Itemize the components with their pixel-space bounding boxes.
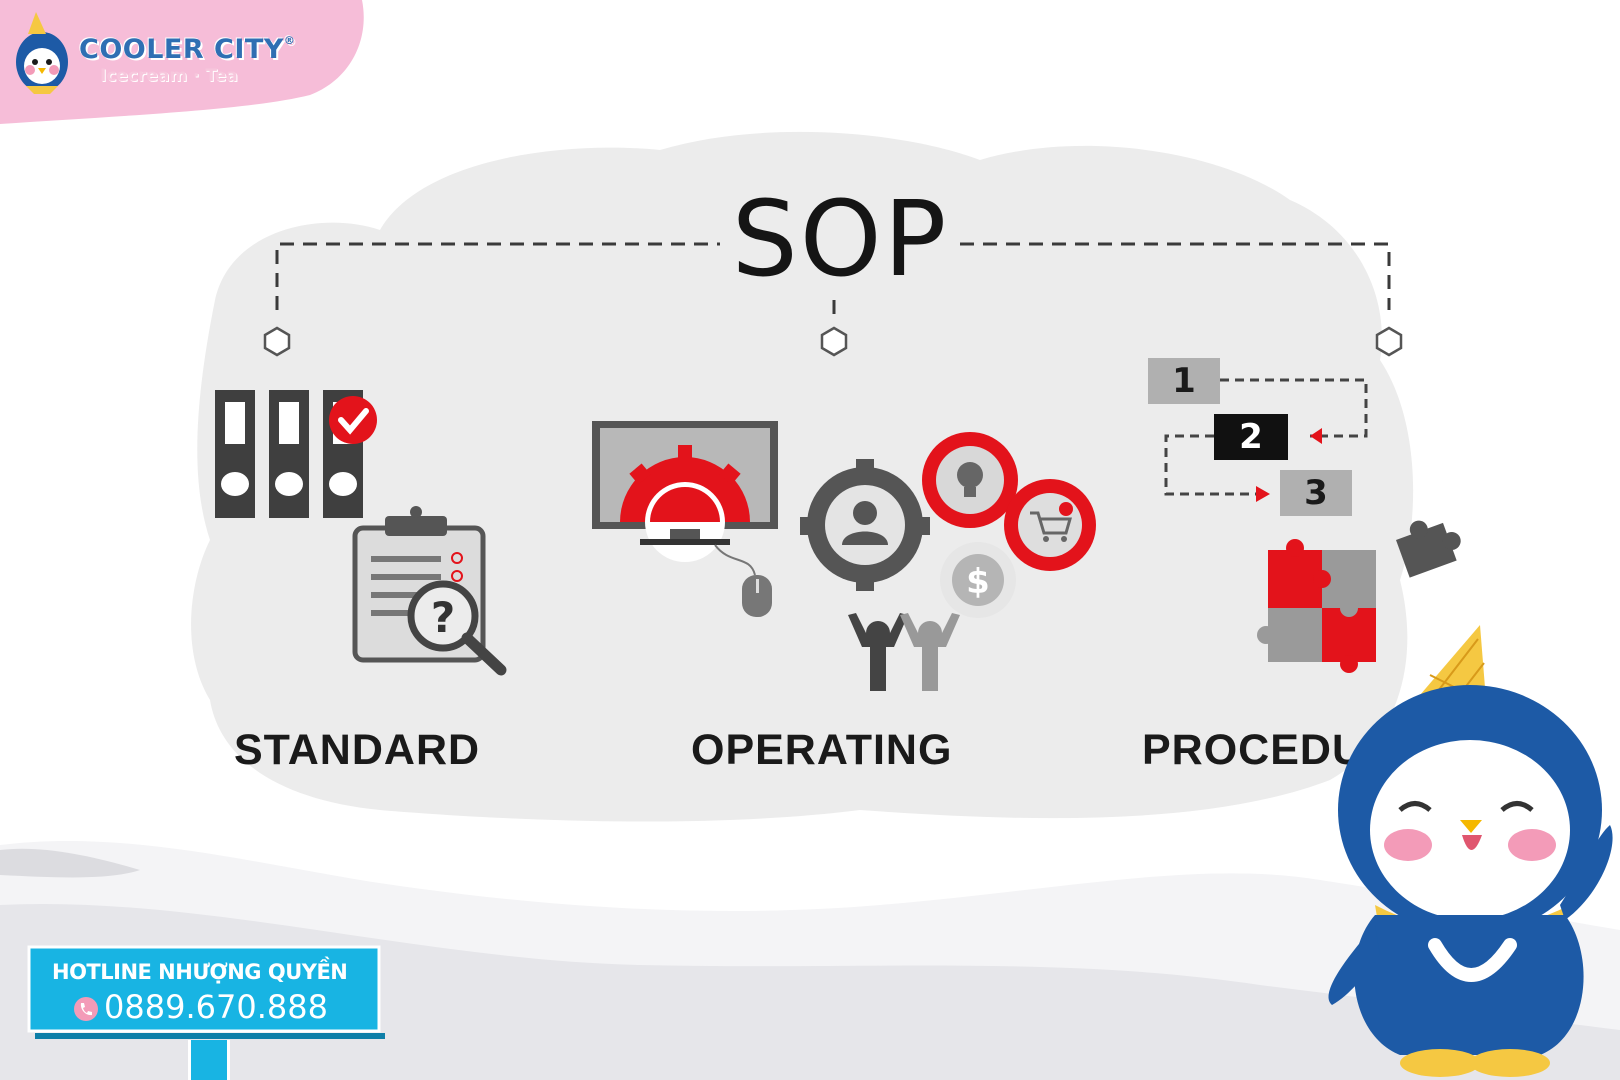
logo-brand-text: COOLER CITY® (79, 34, 296, 65)
diagram-title: SOP (731, 178, 949, 300)
connector-node-operating (820, 326, 848, 357)
dollar-gear-icon: $ (940, 542, 1016, 618)
logo-penguin-icon (16, 12, 68, 94)
phone-icon (74, 997, 98, 1021)
step-number-2: 2 (1239, 417, 1263, 457)
numbered-steps-icon (1148, 358, 1368, 516)
svg-text:?: ? (431, 593, 455, 642)
lightbulb-gear-icon (922, 432, 1018, 528)
user-gear-icon (800, 459, 930, 591)
operating-icon-group: $ (592, 421, 1096, 691)
puzzle-pieces-icon (1257, 520, 1461, 673)
procedure-icon-group (1148, 358, 1461, 673)
standard-icon-group: ? (215, 390, 507, 676)
checkmark-badge-icon (329, 396, 377, 444)
logo-tagline: Icecream · Tea (100, 66, 238, 86)
cart-gear-icon (1004, 479, 1096, 571)
magnifier-question-icon: ? (407, 580, 507, 676)
sign-post (188, 1040, 230, 1080)
hotline-phone-link[interactable]: 0889.670.888 (104, 988, 328, 1026)
connector-node-standard (263, 326, 291, 357)
section-label-procedure: PROCEDURE (1142, 726, 1352, 774)
connector-node-procedure (1375, 326, 1403, 357)
logo-badge (0, 0, 364, 124)
hotline-title: HOTLINE NHƯỢNG QUYỀN (52, 960, 348, 984)
cheering-people-icon (848, 613, 960, 691)
section-label-operating: OPERATING (691, 726, 953, 774)
step-number-1: 1 (1172, 361, 1196, 401)
section-label-standard: STANDARD (234, 726, 481, 774)
monitor-gear-icon (592, 421, 778, 562)
mouse-icon (714, 544, 772, 617)
penguin-mascot-icon (1328, 625, 1613, 1077)
svg-text:$: $ (966, 562, 990, 602)
step-number-3: 3 (1304, 473, 1328, 513)
